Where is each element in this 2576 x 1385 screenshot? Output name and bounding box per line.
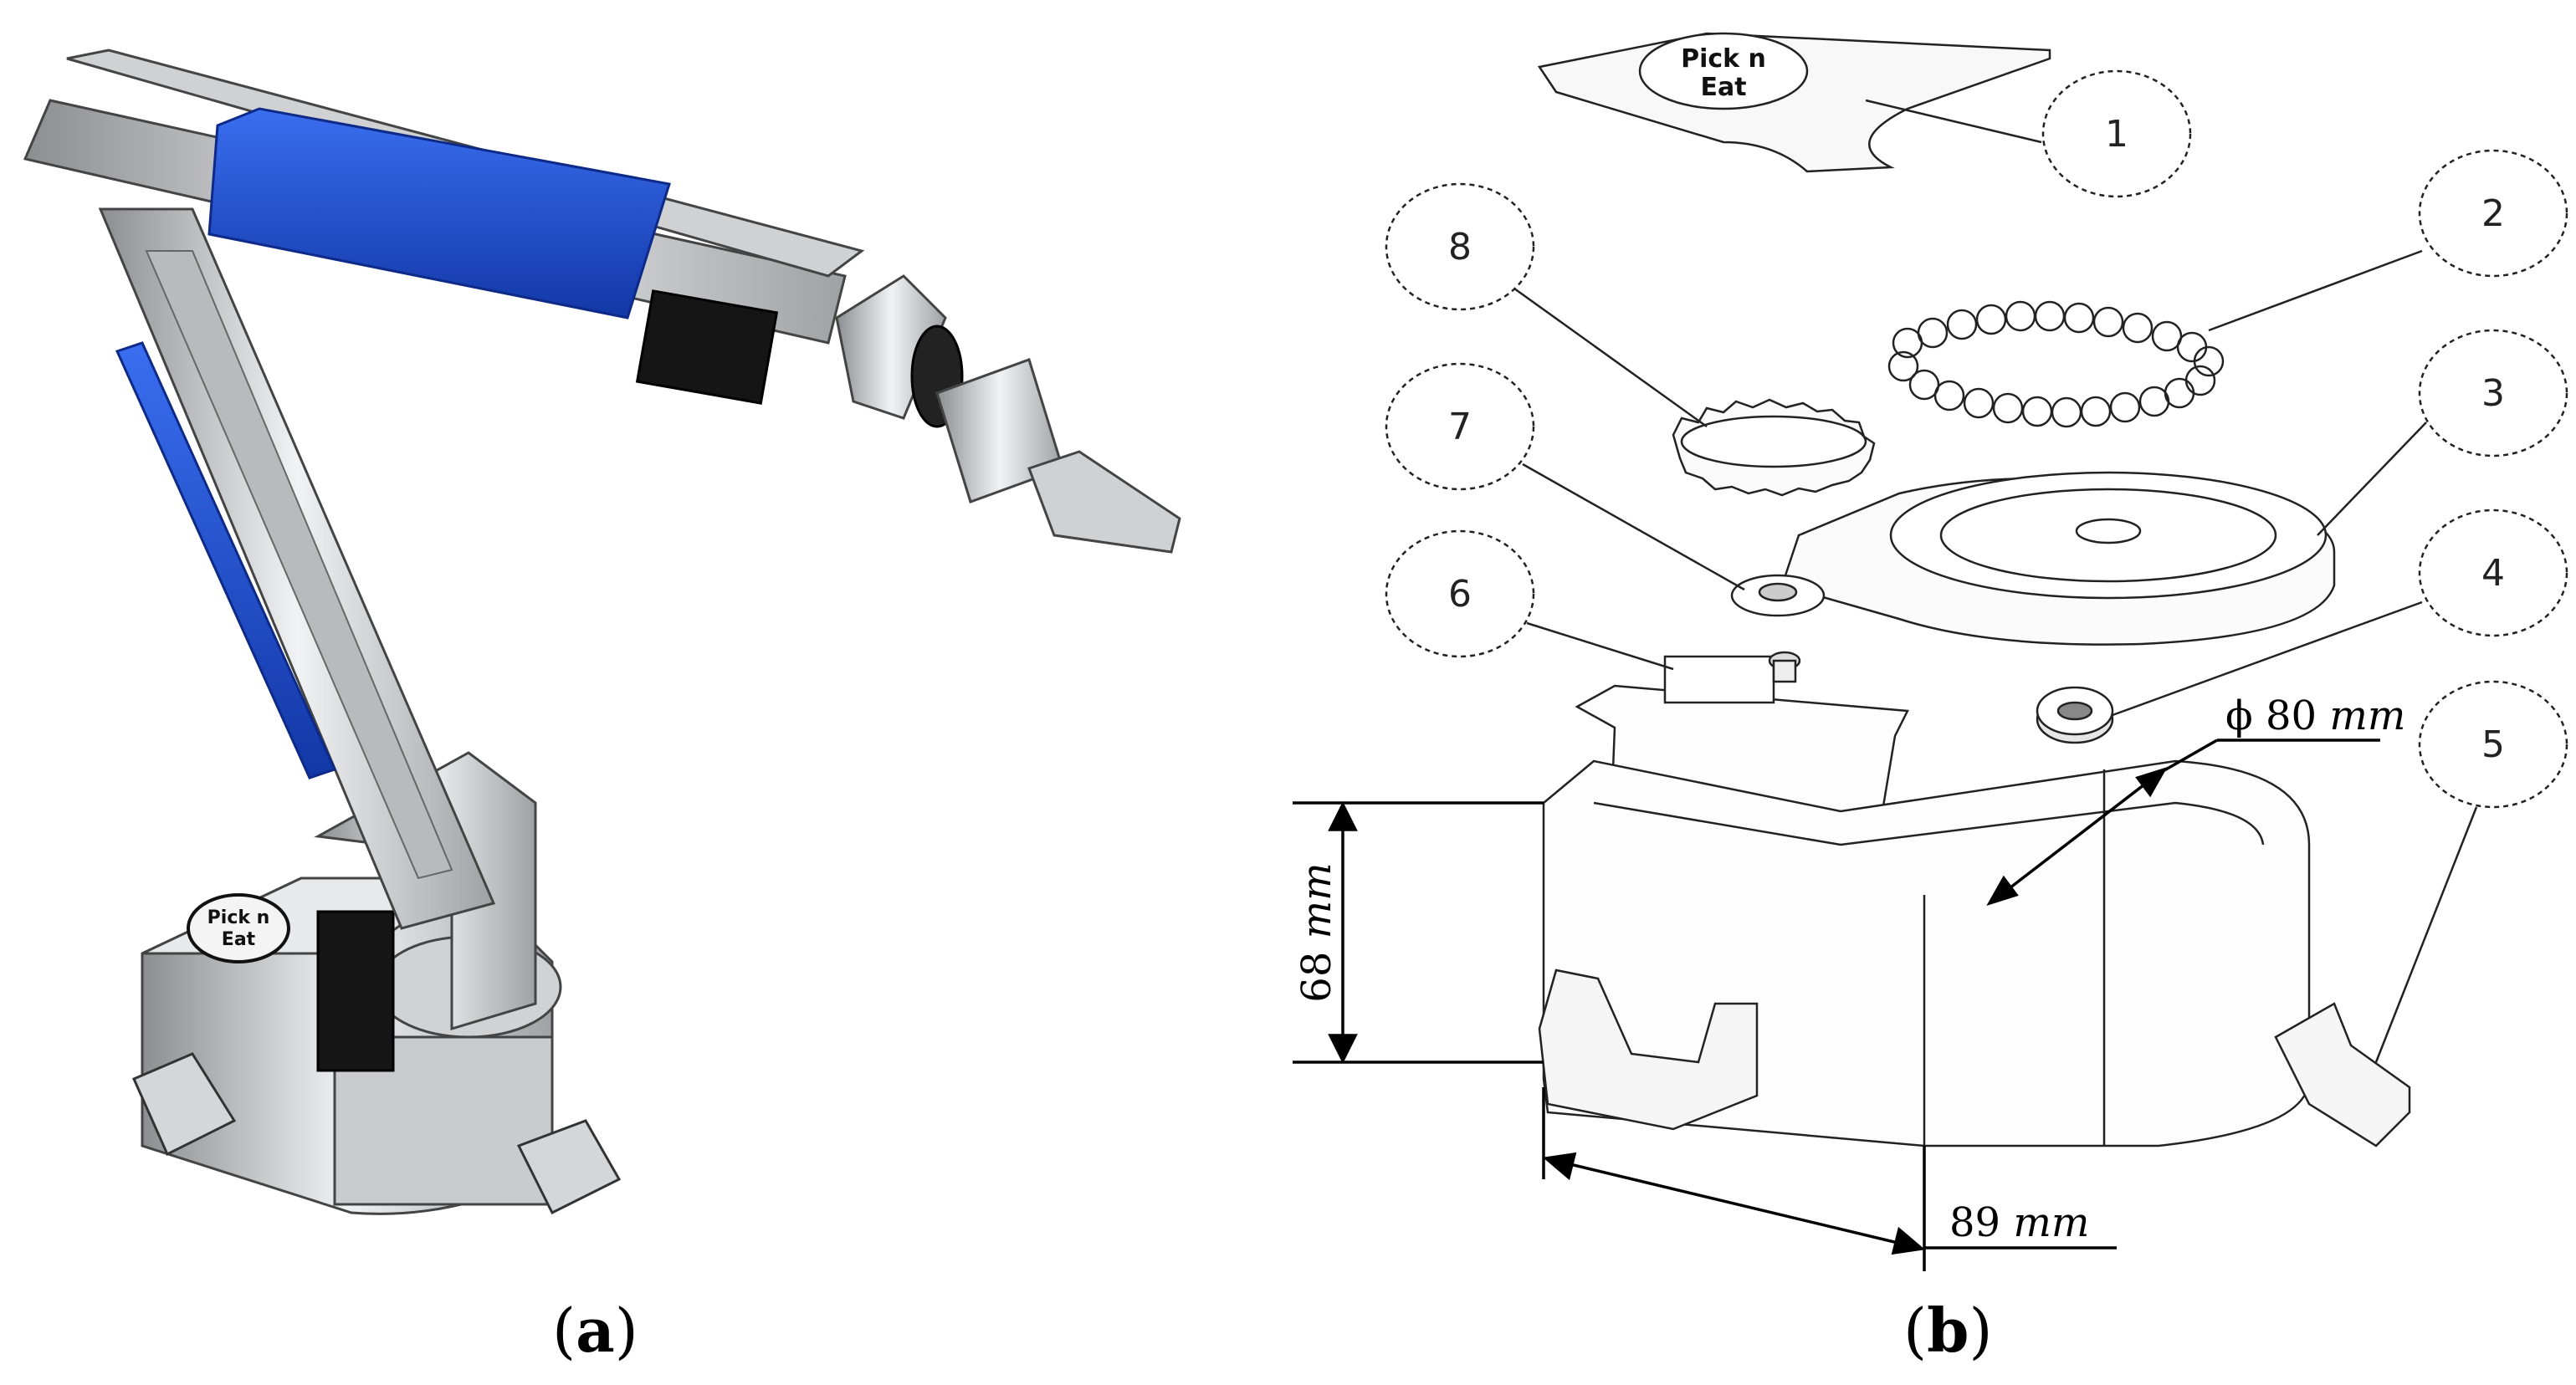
part-base-housing — [1538, 759, 2411, 1147]
base-logo: Pick n Eat — [187, 893, 290, 963]
base-logo-line-1: Pick n — [207, 907, 270, 928]
caption-b-letter: b — [1927, 1295, 1969, 1366]
svg-text:89 mm: 89 mm — [1949, 1199, 2089, 1246]
callout-2: 2 — [2208, 149, 2568, 332]
lower-arm-blue-strip — [115, 341, 337, 779]
callout-5: 5 — [2374, 680, 2568, 1063]
lid-logo-line-2: Eat — [1700, 73, 1746, 102]
callout-1: 1 — [1865, 69, 2192, 198]
part-servo-horn — [1730, 574, 1826, 617]
caption-panel-a: (a) — [552, 1295, 638, 1366]
part-bearing — [2036, 686, 2114, 744]
width-unit: mm — [2013, 1199, 2089, 1246]
fork-gripper — [1027, 450, 1181, 554]
base-foot-right — [516, 1119, 622, 1215]
dimension-diameter: ϕ 80 mm — [1986, 692, 2405, 906]
diameter-symbol: ϕ — [2225, 692, 2253, 739]
dimension-height: 68 mm — [1293, 801, 1544, 1064]
caption-a-close: ) — [614, 1296, 638, 1366]
callout-3: 3 — [2317, 329, 2568, 536]
diameter-value: 80 — [2266, 692, 2317, 739]
exploded-drawing: Pick n Eat — [1293, 32, 2568, 1271]
callout-4: 4 — [2112, 509, 2568, 717]
base-logo-line-2: Eat — [222, 929, 256, 950]
caption-a-open: ( — [552, 1296, 576, 1366]
callout-8: 8 — [1385, 182, 1708, 428]
elbow-servo — [635, 289, 779, 405]
caption-panel-b: (b) — [1903, 1295, 1993, 1366]
callout-label-7: 7 — [1448, 406, 1472, 448]
callout-label-5: 5 — [2481, 723, 2505, 766]
part-lid-plate: Pick n Eat — [1537, 32, 2051, 173]
caption-a-letter: a — [576, 1295, 615, 1366]
caption-b-open: ( — [1903, 1296, 1928, 1366]
robot-arm-render: Pick n Eat — [23, 49, 1181, 1215]
base-servo — [316, 910, 395, 1072]
width-value: 89 — [1949, 1199, 2000, 1246]
callout-label-1: 1 — [2105, 113, 2128, 156]
dimension-width: 89 mm — [1542, 1087, 2117, 1271]
callout-label-4: 4 — [2481, 552, 2505, 595]
svg-text:ϕ 80 mm: ϕ 80 mm — [2225, 692, 2405, 739]
svg-text:68 mm: 68 mm — [1293, 862, 1340, 1002]
part-ball-ring — [1887, 300, 2225, 428]
part-gear — [1672, 398, 1876, 497]
base-foot-left — [132, 1052, 237, 1157]
callout-label-6: 6 — [1448, 573, 1472, 616]
diameter-unit: mm — [2329, 692, 2405, 739]
caption-b-close: ) — [1969, 1296, 1993, 1366]
callout-label-2: 2 — [2481, 192, 2505, 235]
height-unit: mm — [1293, 862, 1340, 938]
callout-label-8: 8 — [1448, 226, 1472, 268]
callout-7: 7 — [1385, 362, 1745, 591]
part-turntable — [1780, 471, 2336, 646]
upper-arm-blue-cover — [207, 107, 671, 319]
callout-label-3: 3 — [2481, 372, 2505, 415]
callout-6: 6 — [1385, 529, 1674, 671]
height-value: 68 — [1293, 952, 1340, 1003]
lid-logo-line-1: Pick n — [1681, 44, 1766, 74]
